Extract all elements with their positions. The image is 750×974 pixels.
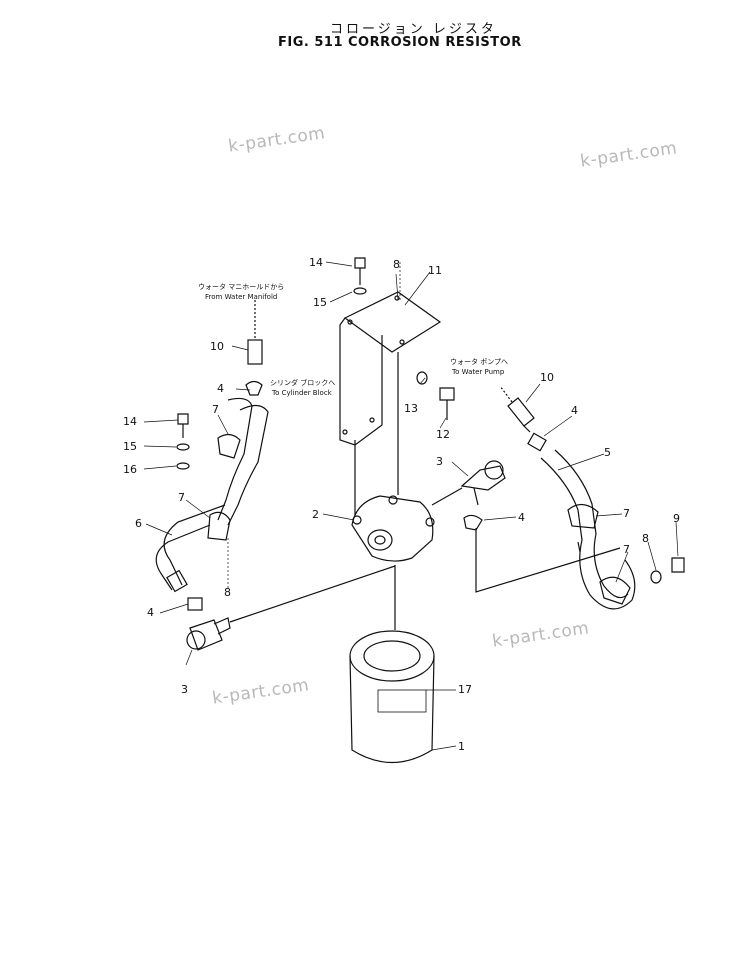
callout-2: 2 xyxy=(312,508,319,521)
callout-1: 1 xyxy=(458,740,465,753)
fitting-left xyxy=(247,339,263,365)
callout-7: 7 xyxy=(212,403,219,416)
note-cylinder-block: To Cylinder Block xyxy=(272,389,332,397)
hose-6 xyxy=(163,504,226,586)
callout-8: 8 xyxy=(642,532,649,545)
callout-9: 9 xyxy=(673,512,680,525)
callout-3: 3 xyxy=(181,683,188,696)
callout-7: 7 xyxy=(623,543,630,556)
callout-7: 7 xyxy=(178,491,185,504)
bracket-arm xyxy=(339,317,383,446)
drain-valve xyxy=(189,619,223,651)
callout-4: 4 xyxy=(147,606,154,619)
callout-16: 16 xyxy=(123,463,137,476)
note-water-manifold-jp: ウォータ マニホールドから xyxy=(198,283,285,291)
callout-3: 3 xyxy=(436,455,443,468)
callout-8: 8 xyxy=(393,258,400,271)
hose-clamp xyxy=(187,597,203,611)
callout-6: 6 xyxy=(135,517,142,530)
callout-12: 12 xyxy=(436,428,450,441)
filter-cartridge-top xyxy=(349,630,435,682)
callout-13: 13 xyxy=(404,402,418,415)
filter-head xyxy=(351,495,434,562)
callout-4: 4 xyxy=(571,404,578,417)
note-water-pump-jp: ウォータ ポンプへ xyxy=(450,358,509,366)
callout-4: 4 xyxy=(518,511,525,524)
callout-10: 10 xyxy=(210,340,224,353)
hose-upper xyxy=(227,404,269,526)
figure-title: FIG. 511 CORROSION RESISTOR xyxy=(278,35,522,50)
bracket-plate xyxy=(343,291,442,353)
callout-8: 8 xyxy=(224,586,231,599)
callout-15: 15 xyxy=(123,440,137,453)
callout-7: 7 xyxy=(623,507,630,520)
callout-14: 14 xyxy=(123,415,137,428)
callout-5: 5 xyxy=(604,446,611,459)
filter-cartridge xyxy=(349,655,435,764)
figure-title-japanese: コロージョン レジスタ xyxy=(330,22,497,37)
note-water-pump: To Water Pump xyxy=(452,368,505,376)
note-water-manifold: From Water Manifold xyxy=(205,293,278,301)
callout-11: 11 xyxy=(428,264,442,277)
callout-10: 10 xyxy=(540,371,554,384)
callout-4: 4 xyxy=(217,382,224,395)
callout-14: 14 xyxy=(309,256,323,269)
note-cylinder-block-jp: シリンダ ブロックへ xyxy=(270,379,336,387)
callout-17: 17 xyxy=(458,683,472,696)
callout-15: 15 xyxy=(313,296,327,309)
